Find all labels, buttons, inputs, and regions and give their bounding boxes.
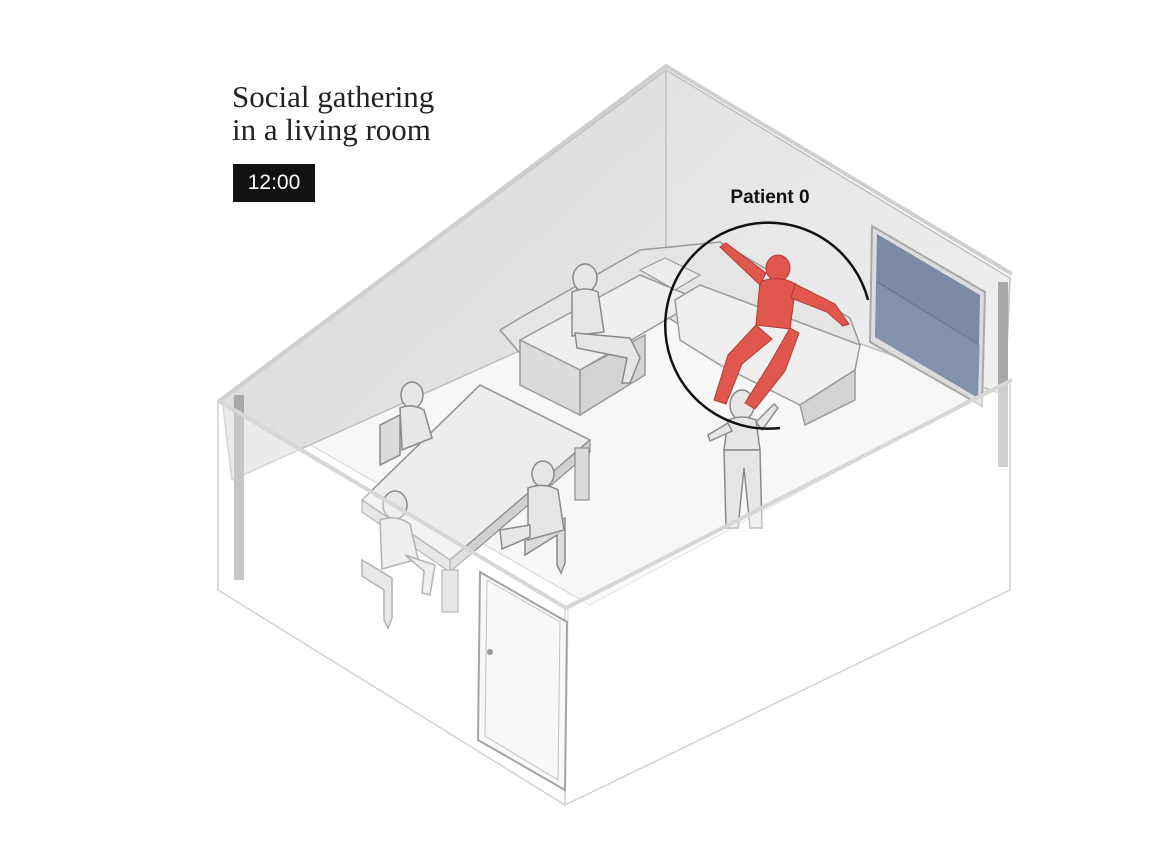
left-wall-post — [234, 395, 244, 580]
window-icon — [868, 224, 987, 408]
person-left-of-table — [361, 490, 436, 630]
wall-top-edge — [216, 63, 1014, 404]
person-back-of-table — [379, 381, 433, 467]
door[interactable] — [476, 570, 569, 792]
patient-zero-circle — [664, 221, 870, 430]
patient-zero-label: Patient 0 — [730, 187, 810, 208]
door-knob-icon — [487, 649, 493, 655]
standing-person — [707, 389, 779, 529]
person-on-sofa — [571, 263, 641, 384]
person-right-of-table — [499, 460, 566, 575]
time-badge: 12:00 — [233, 164, 315, 202]
patient-zero-figure — [713, 242, 850, 410]
title-line-1: Social gathering — [232, 79, 435, 114]
page-title: Social gathering in a living room — [232, 80, 434, 146]
title-line-2: in a living room — [232, 112, 431, 147]
right-wall-post — [998, 282, 1008, 467]
front-wall-top-edge — [216, 378, 1013, 611]
